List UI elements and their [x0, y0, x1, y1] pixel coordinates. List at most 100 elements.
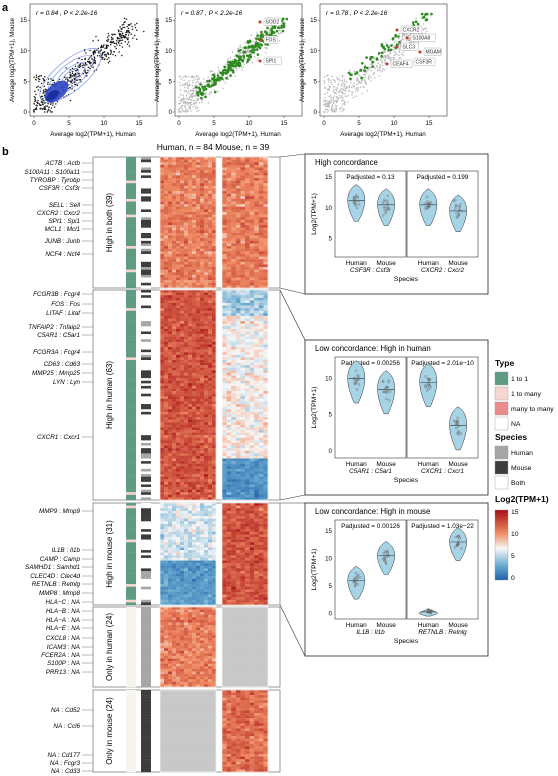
scatter-point: [52, 79, 55, 81]
heat-cell-mouse: [231, 227, 236, 231]
heat-cell-mouse: [235, 246, 241, 249]
species-cell: [141, 440, 151, 444]
species-cell: [141, 267, 151, 270]
heat-cell-mouse: [263, 277, 269, 281]
heat-cell-mouse: [254, 232, 259, 236]
scatter-point: [33, 96, 36, 98]
scatter-point: [250, 34, 253, 36]
heat-cell-human: [176, 167, 181, 171]
heat-cell-human: [196, 315, 201, 319]
heat-cell-human: [164, 442, 169, 446]
heat-cell-mouse: [245, 217, 250, 221]
heat-cell-human: [180, 167, 185, 171]
heat-cell-mouse: [254, 357, 259, 361]
scatter-point: [340, 110, 342, 113]
species-cell: [141, 385, 151, 389]
species-cell: [141, 290, 151, 293]
heat-cell-mouse: [235, 424, 241, 428]
type-cell: [126, 277, 136, 281]
scatter-point: [213, 88, 216, 91]
scatter-point: [392, 48, 395, 51]
heat-cell-human: [192, 370, 197, 374]
heat-cell-mouse: [231, 339, 236, 343]
heat-cell-human: [188, 282, 193, 286]
heat-cell-human: [164, 214, 169, 218]
heat-cell-human: [164, 315, 169, 319]
heat-cell-human: [192, 448, 197, 451]
heat-cell-human: [212, 185, 217, 189]
scatter-point: [195, 105, 197, 107]
heat-cell-human: [180, 248, 185, 252]
species-cell: [141, 193, 151, 197]
heat-cell-human: [188, 240, 193, 244]
heat-cell-human: [172, 264, 177, 268]
label-point: [258, 38, 262, 42]
heat-cell-human: [164, 435, 169, 438]
scatter-point: [331, 75, 333, 78]
heat-cell-human: [184, 357, 189, 361]
heat-cell-human: [164, 318, 169, 322]
heat-cell-human: [184, 461, 189, 464]
heat-cell-mouse: [245, 411, 250, 415]
scatter-point: [106, 58, 108, 61]
highlight-point: [360, 76, 363, 80]
heat-cell-human: [180, 259, 185, 262]
heat-cell-human: [160, 272, 165, 276]
heat-cell-mouse: [226, 372, 232, 376]
heat-cell-human: [160, 267, 165, 270]
scatter-point: [256, 31, 258, 34]
heat-cell-human: [212, 204, 217, 207]
heat-cell-human: [164, 167, 169, 171]
scatter-point: [334, 81, 336, 83]
heat-cell-human: [212, 219, 217, 223]
scatter-point: [324, 97, 326, 99]
heat-cell-human: [160, 209, 165, 213]
heat-cell-mouse: [254, 248, 259, 252]
heat-cell-mouse: [258, 162, 264, 166]
heat-cell-mouse: [235, 375, 241, 379]
scatter-point: [35, 108, 38, 111]
heat-cell-human: [192, 411, 197, 415]
heat-cell-human: [180, 193, 185, 197]
scatter-point: [34, 90, 36, 92]
heat-cell-human: [180, 453, 185, 457]
heat-cell-human: [164, 448, 169, 451]
heat-cell-human: [168, 198, 173, 202]
heat-cell-human: [160, 380, 165, 384]
scatter-point: [197, 89, 200, 92]
heat-cell-mouse: [258, 404, 264, 407]
heat-cell-mouse: [240, 277, 246, 281]
heat-cell-human: [212, 401, 217, 405]
heat-cell-human: [200, 280, 205, 283]
heat-cell-human: [196, 318, 201, 322]
heat-cell-human: [164, 445, 169, 449]
heat-cell-mouse: [249, 445, 255, 449]
heat-cell-human: [204, 341, 209, 345]
heat-cell-mouse: [245, 300, 250, 304]
heat-cell-mouse: [245, 326, 250, 330]
heat-cell-human: [204, 344, 209, 348]
highlight-point: [204, 87, 208, 91]
heat-cell-mouse: [258, 230, 264, 234]
scatter-point: [104, 47, 106, 50]
heat-cell-human: [160, 295, 165, 298]
heat-cell-human: [184, 243, 189, 247]
scatter-point: [105, 44, 108, 46]
heat-cell-mouse: [254, 352, 259, 356]
type-cell: [126, 201, 136, 205]
scatter-point: [191, 75, 194, 77]
heat-cell-mouse: [235, 272, 241, 276]
species-cell: [141, 305, 151, 309]
heat-cell-mouse: [240, 167, 246, 171]
heat-cell-mouse: [258, 204, 264, 207]
heat-cell-mouse: [245, 344, 250, 348]
heat-cell-human: [180, 274, 185, 278]
heat-cell-human: [172, 305, 177, 309]
scatter-point: [384, 60, 386, 62]
scatter-1-ylabel: Average log2(TPM+1), Mouse: [9, 17, 16, 102]
heat-cell-mouse: [249, 227, 255, 231]
heat-cell-mouse: [222, 411, 227, 415]
heat-cell-human: [172, 157, 177, 160]
heat-cell-human: [180, 463, 185, 467]
heat-cell-human: [160, 347, 165, 350]
